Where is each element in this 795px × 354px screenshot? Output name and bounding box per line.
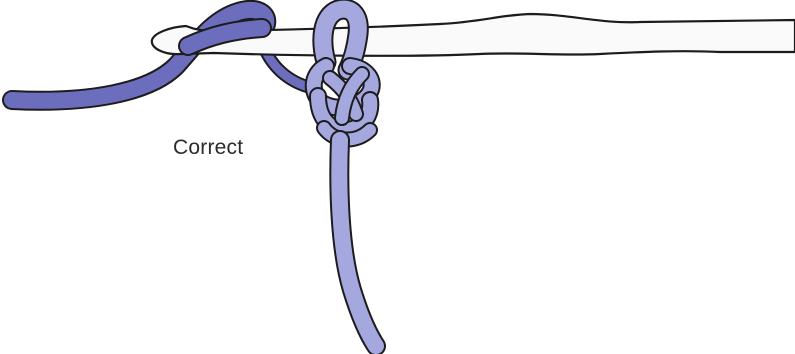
yarn-tail (339, 140, 376, 346)
caption-correct: Correct (173, 136, 243, 160)
